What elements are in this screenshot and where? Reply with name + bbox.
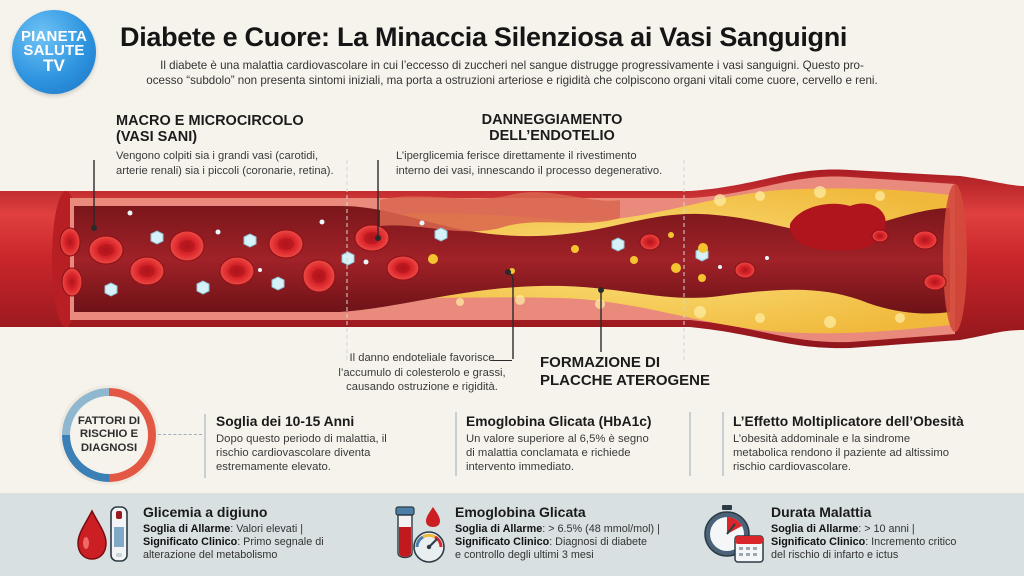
callout-healthy-text: Vengono colpiti sia i grandi vasi (carot…	[116, 149, 356, 178]
logo-line2: SALUTE	[23, 41, 85, 59]
logo-line1: PIANETA	[20, 27, 88, 45]
card-text: Soglia di Allarme: Valori elevati | Sign…	[143, 523, 383, 563]
factor-text-line: estremamente elevato.	[216, 461, 331, 473]
alarm-value: : > 10 anni |	[858, 523, 915, 535]
factor-title: L’Effetto Moltiplicatore dell’Obesità	[733, 414, 964, 429]
callout-accumulation-line2: l’accumulo di colesterolo e grassi,	[338, 366, 506, 379]
callout-plaques-title-line1: FORMAZIONE DI	[540, 354, 660, 371]
alarm-label: Soglia di Allarme	[455, 523, 543, 535]
clinical-label: Significato Clinico	[143, 536, 238, 549]
accumulation-connector	[490, 360, 512, 361]
alarm-value: : Valori elevati |	[230, 523, 304, 535]
alarm-label: Soglia di Allarme	[143, 523, 231, 535]
badge-line3: DIAGNOSI	[80, 441, 138, 454]
callout-plaques-title: FORMAZIONE DI PLACCHE ATEROGENE	[540, 354, 740, 390]
callout-endothelium-title-line1: DANNEGGIAMENTO	[481, 112, 623, 128]
logo: PIANETA SALUTE TV	[12, 10, 96, 94]
card-text: Soglia di Allarme: > 10 anni | Significa…	[771, 523, 1011, 563]
callout-healthy-text-line1: Vengono colpiti sia i grandi vasi (carot…	[116, 150, 319, 162]
factor-text-line: rischio cardiovascolare.	[733, 461, 852, 473]
card-title: Durata Malattia	[771, 504, 872, 520]
blood-drop-test-strip-icon	[77, 506, 128, 562]
clinical-value: : Primo segnale di	[237, 536, 324, 549]
intro-text: Il diabete è una malattia cardiovascolar…	[112, 58, 912, 88]
alarm-value: : > 6.5% (48 mmol/mol) |	[542, 523, 660, 535]
logo-line3: TV	[43, 56, 65, 76]
factor-title: Emoglobina Glicata (HbA1c)	[466, 414, 652, 429]
intro-line-1: Il diabete è una malattia cardiovascolar…	[160, 59, 864, 72]
factor-title: Soglia dei 10-15 Anni	[216, 414, 355, 429]
factor-item-obesity: L’Effetto Moltiplicatore dell’Obesità L’…	[733, 414, 1013, 474]
factor-separator	[689, 412, 691, 476]
clinical-value: : Incremento critico	[865, 536, 957, 549]
clinical-value-cont: alterazione del metabolismo	[143, 549, 278, 562]
callout-accumulation-line1: Il danno endoteliale favorisce	[349, 352, 495, 364]
callout-healthy-title-line1: MACRO E MICROCIRCOLO	[116, 113, 304, 129]
factor-text: L’obesità addominale e la sindrome metab…	[733, 432, 1013, 474]
factor-separator	[722, 412, 724, 476]
alarm-label: Soglia di Allarme	[771, 523, 859, 535]
factor-text-line: rischio cardiovascolare diventa	[216, 447, 371, 459]
callout-plaques-title-line2: PLACCHE ATEROGENE	[540, 372, 711, 389]
factor-text: Un valore superiore al 6,5% è segno di m…	[466, 432, 696, 474]
clinical-value-cont: del rischio di infarto e ictus	[771, 549, 899, 562]
card-disease-duration: Durata Malattia Soglia di Allarme: > 10 …	[771, 504, 1011, 563]
test-tube-gauge-icon	[395, 506, 445, 563]
factor-item-threshold: Soglia dei 10-15 Anni Dopo questo period…	[216, 414, 436, 474]
page-title: Diabete e Cuore: La Minaccia Silenziosa …	[120, 22, 848, 52]
badge-line2: RISCHIO E	[79, 428, 139, 441]
factor-item-hba1c: Emoglobina Glicata (HbA1c) Un valore sup…	[466, 414, 696, 474]
risk-factors-badge-label: FATTORI DI RISCHIO E DIAGNOSI	[70, 396, 148, 474]
factor-text-line: L’obesità addominale e la sindrome	[733, 433, 911, 445]
card-title: Glicemia a digiuno	[143, 504, 268, 520]
callout-healthy-title-line2: (VASI SANI)	[116, 129, 198, 145]
card-glycated-hemoglobin: Emoglobina Glicata Soglia di Allarme: > …	[455, 504, 695, 563]
badge-line1: FATTORI DI	[77, 414, 141, 427]
callout-healthy-text-line2: arterie renali) sia i piccoli (coronarie…	[116, 164, 334, 177]
risk-factors-badge: FATTORI DI RISCHIO E DIAGNOSI	[62, 388, 156, 482]
callout-accumulation-line3: causando ostruzione e rigidità.	[346, 381, 498, 393]
callout-endothelium-text: L’iperglicemia ferisce direttamente il r…	[396, 149, 696, 178]
blood-vessel-illustration	[0, 160, 1024, 360]
factor-separator	[455, 412, 457, 476]
diagnostic-cards-band	[0, 493, 1024, 576]
badge-connector	[158, 434, 202, 435]
clinical-value: : Diagnosi di diabete	[549, 536, 648, 549]
stopwatch-calendar-icon	[704, 505, 764, 563]
card-fasting-glucose: Glicemia a digiuno Soglia di Allarme: Va…	[143, 504, 383, 563]
callout-endothelium-title-line2: DELL’ENDOTELIO	[489, 128, 615, 144]
factor-text-line: di malattia conclamata e richiede	[466, 447, 631, 459]
callout-endothelium-title: DANNEGGIAMENTO DELL’ENDOTELIO	[452, 112, 652, 144]
factor-text: Dopo questo periodo di malattia, il risc…	[216, 432, 436, 474]
card-text: Soglia di Allarme: > 6.5% (48 mmol/mol) …	[455, 523, 695, 563]
factor-separator	[204, 414, 206, 478]
factor-text-line: intervento immediato.	[466, 461, 574, 473]
card-title: Emoglobina Glicata	[455, 504, 586, 520]
callout-healthy-title: MACRO E MICROCIRCOLO (VASI SANI)	[116, 113, 336, 145]
callout-accumulation-text: Il danno endoteliale favorisce l’accumul…	[336, 351, 508, 395]
callout-endothelium-text-line1: L’iperglicemia ferisce direttamente il r…	[396, 150, 637, 162]
factor-text-line: Un valore superiore al 6,5% è segno	[466, 433, 649, 445]
factor-text-line: Dopo questo periodo di malattia, il	[216, 433, 387, 445]
clinical-label: Significato Clinico	[771, 536, 866, 549]
clinical-value-cont: e controllo degli ultimi 3 mesi	[455, 549, 594, 562]
clinical-label: Significato Clinico	[455, 536, 550, 549]
callout-endothelium-text-line2: interno dei vasi, innescando il processo…	[396, 164, 663, 177]
intro-line-2: ocesso “subdolo” non presenta sintomi in…	[146, 74, 878, 87]
factor-text-line: metabolica rendono il paziente ad altiss…	[733, 447, 950, 459]
